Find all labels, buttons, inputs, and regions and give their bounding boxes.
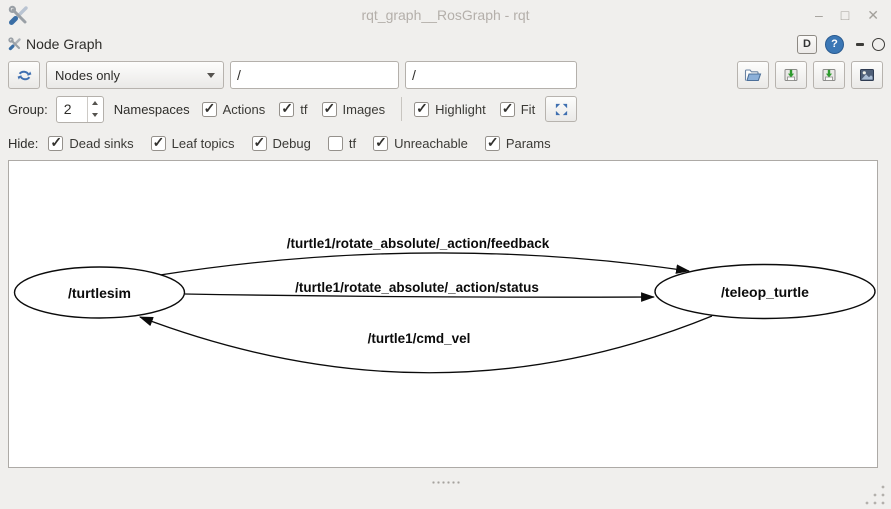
open-folder-icon bbox=[744, 68, 762, 81]
node-graph-canvas[interactable]: /turtlesim /teleop_turtle /turtle1/rotat… bbox=[9, 161, 877, 467]
checkbox-dead-sinks[interactable]: Dead sinks bbox=[48, 134, 134, 151]
save-dot-icon bbox=[784, 69, 798, 81]
hide-label: Hide: bbox=[8, 135, 39, 151]
dock-titlebar: Node Graph D ? bbox=[0, 30, 891, 58]
maximize-window-button[interactable]: □ bbox=[840, 7, 850, 23]
node-turtlesim[interactable] bbox=[13, 266, 186, 319]
actions-checkbox-label: Actions bbox=[222, 101, 266, 117]
dead-sinks-checkbox-box bbox=[48, 134, 64, 151]
unreachable-checkbox-label: Unreachable bbox=[394, 135, 468, 151]
window-title: rqt_graph__RosGraph - rqt bbox=[361, 7, 530, 23]
triangle-down-icon bbox=[92, 113, 99, 118]
unreachable-checkbox-box bbox=[373, 134, 389, 151]
toolbar-separator bbox=[401, 97, 403, 121]
debug-checkbox-label: Debug bbox=[272, 135, 311, 151]
hide-tf-checkbox-label: tf bbox=[348, 135, 357, 151]
edge-rotate-absolute-status[interactable] bbox=[184, 292, 656, 302]
minimize-window-button[interactable]: ‒ bbox=[815, 7, 823, 23]
namespaces-label: Namespaces bbox=[113, 101, 190, 117]
node-graph-icon bbox=[8, 37, 21, 51]
dock-d-button[interactable]: D bbox=[797, 34, 817, 54]
fit-expand-icon bbox=[555, 103, 567, 115]
dock-minimize-icon[interactable] bbox=[856, 42, 864, 46]
graph-type-selected: Nodes only bbox=[55, 67, 121, 83]
close-window-button[interactable]: ✕ bbox=[867, 6, 879, 23]
debug-checkbox-box bbox=[251, 134, 267, 151]
checkbox-tf[interactable]: tf bbox=[279, 100, 308, 117]
resize-grip[interactable] bbox=[859, 483, 887, 507]
chevron-down-icon bbox=[207, 72, 215, 78]
group-spinner[interactable]: 2 bbox=[55, 95, 104, 123]
save-dot-button[interactable] bbox=[775, 61, 807, 89]
fit-checkbox-box bbox=[499, 100, 515, 117]
checkbox-highlight[interactable]: Highlight bbox=[414, 100, 486, 117]
refresh-button[interactable] bbox=[8, 61, 40, 89]
image-icon bbox=[860, 69, 874, 81]
triangle-up-icon bbox=[92, 100, 99, 105]
topic-filter-input[interactable] bbox=[405, 61, 577, 89]
save-svg-button[interactable] bbox=[813, 61, 845, 89]
checkbox-params[interactable]: Params bbox=[484, 134, 551, 151]
checkbox-images[interactable]: Images bbox=[321, 100, 386, 117]
graph-type-select[interactable]: Nodes only bbox=[46, 61, 224, 89]
group-label: Group: bbox=[8, 101, 48, 117]
images-checkbox-label: Images bbox=[342, 101, 386, 117]
checkbox-leaf-topics[interactable]: Leaf topics bbox=[150, 134, 235, 151]
rqt-app-icon bbox=[8, 5, 28, 25]
params-checkbox-box bbox=[484, 134, 500, 151]
leaf-topics-checkbox-box bbox=[150, 134, 166, 151]
dead-sinks-checkbox-label: Dead sinks bbox=[69, 135, 134, 151]
toolbar-row-options: Group: 2 Namespaces Actions tf Images Hi… bbox=[8, 94, 883, 124]
edge-feedback-label: /turtle1/rotate_absolute/_action/feedbac… bbox=[287, 236, 550, 251]
leaf-topics-checkbox-label: Leaf topics bbox=[171, 135, 235, 151]
tf-checkbox-label: tf bbox=[300, 101, 308, 117]
help-button[interactable]: ? bbox=[825, 34, 844, 54]
titlebar: rqt_graph__RosGraph - rqt ‒ □ ✕ bbox=[0, 0, 891, 30]
edge-cmd-vel-label: /turtle1/cmd_vel bbox=[368, 331, 471, 346]
toolbar-row-main: Nodes only bbox=[8, 60, 883, 90]
dock-float-icon[interactable] bbox=[872, 37, 885, 51]
hide-tf-checkbox-box bbox=[327, 135, 343, 151]
checkbox-unreachable[interactable]: Unreachable bbox=[373, 134, 468, 151]
edge-rotate-absolute-feedback[interactable] bbox=[159, 252, 691, 276]
checkbox-hide-tf[interactable]: tf bbox=[327, 135, 357, 151]
save-svg-icon bbox=[822, 69, 836, 81]
load-dot-button[interactable] bbox=[737, 61, 769, 89]
params-checkbox-label: Params bbox=[505, 135, 551, 151]
node-turtlesim-label: /turtlesim bbox=[68, 285, 131, 301]
spinner-down-button[interactable] bbox=[88, 109, 103, 122]
edge-status-label: /turtle1/rotate_absolute/_action/status bbox=[295, 280, 539, 295]
images-checkbox-box bbox=[321, 100, 337, 117]
namespace-filter-input[interactable] bbox=[230, 61, 399, 89]
highlight-checkbox-box bbox=[414, 100, 430, 117]
node-teleop-turtle-label: /teleop_turtle bbox=[721, 284, 809, 300]
tf-checkbox-box bbox=[279, 100, 295, 117]
fit-in-view-button[interactable] bbox=[545, 96, 578, 122]
fit-checkbox-label: Fit bbox=[520, 101, 536, 117]
node-teleop-turtle[interactable] bbox=[654, 263, 876, 320]
highlight-checkbox-label: Highlight bbox=[435, 101, 486, 117]
actions-checkbox-box bbox=[201, 100, 217, 117]
checkbox-debug[interactable]: Debug bbox=[251, 134, 311, 151]
dock-title: Node Graph bbox=[26, 36, 103, 52]
edge-cmd-vel[interactable] bbox=[138, 315, 713, 374]
graph-view[interactable]: /turtlesim /teleop_turtle /turtle1/rotat… bbox=[8, 160, 878, 468]
checkbox-actions[interactable]: Actions bbox=[201, 100, 266, 117]
save-image-button[interactable] bbox=[851, 61, 883, 89]
splitter-handle[interactable] bbox=[431, 481, 461, 484]
spinner-up-button[interactable] bbox=[88, 97, 103, 110]
refresh-icon bbox=[17, 70, 31, 80]
checkbox-fit[interactable]: Fit bbox=[499, 100, 536, 117]
toolbar-row-hide: Hide: Dead sinks Leaf topics Debug tf Un… bbox=[8, 129, 883, 157]
group-value: 2 bbox=[63, 101, 72, 117]
